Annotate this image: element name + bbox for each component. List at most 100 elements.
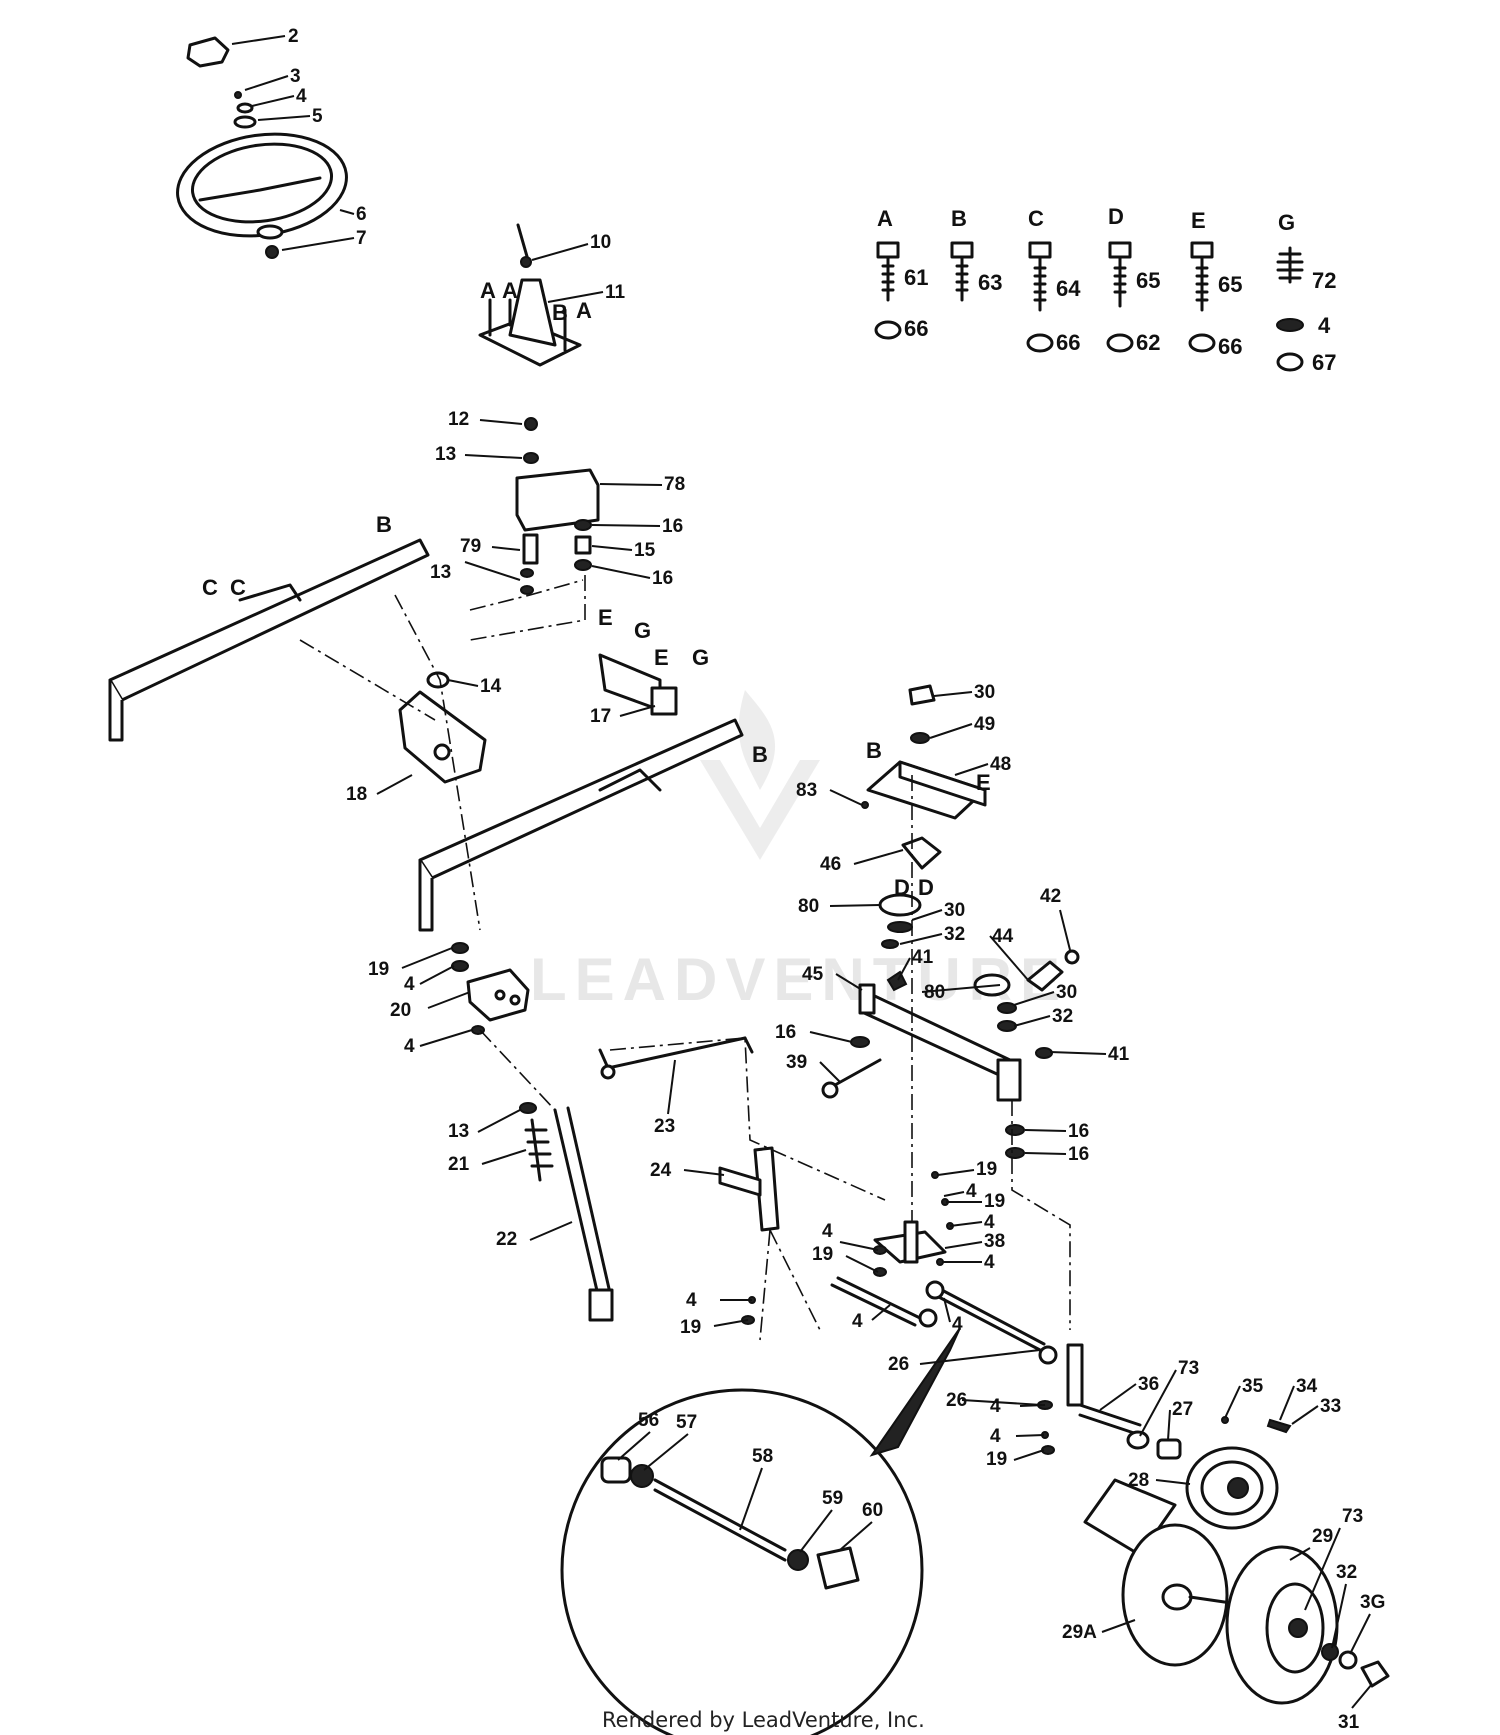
part-label: 4 [966,1181,977,1202]
hardware-key: A B C D E G 61 66 63 64 66 65 62 65 66 7… [874,204,1336,375]
ref-letter: B [866,738,882,763]
ref-letter: G [692,645,709,670]
tie-rod-detail [560,1327,961,1735]
part-label: 45 [802,964,824,985]
key-b-bolt: 63 [978,270,1002,295]
part-label: 78 [664,474,685,495]
key-g-bolt: 72 [1312,268,1336,293]
part-label: 23 [654,1116,675,1137]
part-label: 13 [448,1121,469,1142]
part-label: 4 [984,1252,995,1273]
part-label: 19 [976,1159,997,1180]
part-label: 30 [944,900,965,921]
ref-letter: D [894,875,910,900]
part-label: 7 [356,228,367,249]
part-label: 4 [296,86,307,107]
part-label: 59 [822,1488,843,1509]
part-label: 33 [1320,1396,1341,1417]
part-label: 80 [924,982,945,1003]
part-label: 19 [986,1449,1007,1470]
part-label: 49 [974,714,995,735]
ref-letter: A [502,278,518,303]
part-label: 27 [1172,1399,1193,1420]
part-label: 3G [1360,1592,1385,1613]
part-label: 19 [984,1191,1005,1212]
part-label: 38 [984,1231,1005,1252]
part-label: 16 [775,1022,796,1043]
part-label: 24 [650,1160,672,1181]
leader-lines [231,35,1373,1709]
part-label: 3 [290,66,301,87]
part-label: 5 [312,106,323,127]
part-label: 12 [448,409,469,430]
ref-letter: D [918,875,934,900]
part-label: 26 [888,1354,909,1375]
watermark-text: LEADVENTURE [530,946,1068,1013]
part-label: 79 [460,536,481,557]
part-label: 16 [1068,1144,1089,1165]
steering-support-group [478,223,582,367]
part-label: 16 [1068,1121,1089,1142]
ref-letter: E [598,605,613,630]
part-label: 13 [430,562,451,583]
key-g-washer: 4 [1318,313,1331,338]
part-label: 31 [1338,1712,1360,1733]
wheel-assembly [1083,1446,1390,1705]
key-letter-b: B [951,206,967,231]
part-label: 32 [944,924,965,945]
part-label: 17 [590,706,611,727]
part-label: 4 [404,1036,415,1057]
part-label: 4 [852,1311,863,1332]
part-label: 83 [796,780,817,801]
key-e-bolt: 65 [1218,272,1242,297]
part-label: 73 [1342,1506,1363,1527]
part-label: 11 [605,282,626,303]
part-label: 32 [1052,1006,1073,1027]
part-label: 36 [1138,1374,1159,1395]
part-label: 30 [1056,982,1077,1003]
part-label: 4 [952,1314,963,1335]
axle-pivot-group [821,684,1080,1330]
part-label: 4 [984,1212,995,1233]
part-label: 29 [1312,1526,1333,1547]
frame-group [108,417,744,932]
watermark: LEADVENTURE [530,690,1068,1013]
reference-letters: A A B A B C C E G E G B B E D D [202,278,991,900]
part-label: 32 [1336,1562,1357,1583]
part-label: 4 [686,1290,697,1311]
key-letter-e: E [1191,208,1206,233]
part-label: 30 [974,682,995,703]
part-label: 46 [820,854,841,875]
part-label: 4 [822,1221,833,1242]
part-label: 4 [404,974,415,995]
part-label: 57 [676,1412,697,1433]
part-label: 2 [288,26,299,47]
part-label: 73 [1178,1358,1199,1379]
part-label: 13 [435,444,456,465]
part-label: 20 [390,1000,411,1021]
part-label: 16 [662,516,683,537]
part-label: 80 [798,896,819,917]
key-d-nut: 62 [1136,330,1160,355]
ref-letter: A [576,298,592,323]
part-label: 19 [368,959,389,980]
key-c-bolt: 64 [1056,276,1081,301]
key-a-bolt: 61 [904,265,928,290]
part-label: 6 [356,204,367,225]
part-label: 29A [1062,1622,1097,1643]
part-label: 39 [786,1052,807,1073]
key-g-nut: 67 [1312,350,1336,375]
ref-letter: B [752,742,768,767]
ref-letter: B [552,300,568,325]
ref-letter: B [376,512,392,537]
part-label: 44 [992,926,1014,947]
part-label: 15 [634,540,656,561]
part-label: 18 [346,784,367,805]
key-letter-g: G [1278,210,1295,235]
steering-linkage-group [451,942,1292,1460]
part-labels: 2 3 4 5 6 7 10 11 12 13 78 16 79 15 13 1… [288,26,1385,1733]
part-label: 41 [1108,1044,1130,1065]
key-letter-a: A [877,206,893,231]
part-label: 41 [912,947,934,968]
